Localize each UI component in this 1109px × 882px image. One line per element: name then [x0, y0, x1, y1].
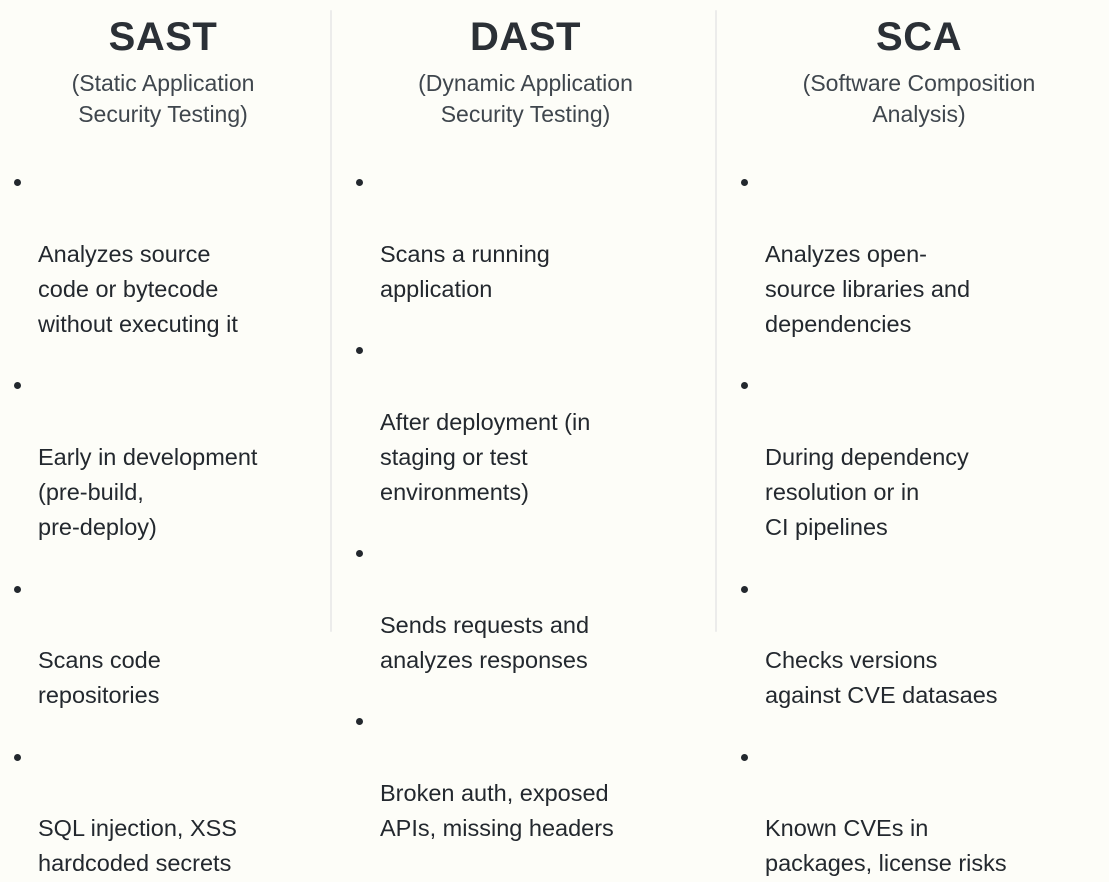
bullet-dot-icon	[741, 753, 748, 761]
bullet-dot-icon	[14, 179, 21, 187]
bullet-dot-icon	[741, 382, 748, 390]
list-item-text: During dependency resolution or in CI pi…	[765, 443, 969, 541]
bullet-dot-icon	[356, 179, 363, 187]
column-sca: SCA (Software Composition Analysis) Anal…	[715, 0, 1109, 876]
column-divider-1	[330, 10, 332, 632]
list-item: Scans a running application	[352, 166, 699, 307]
list-item-text: Checks versions against CVE datasaes	[765, 647, 998, 709]
column-sast-title: SAST	[108, 15, 218, 59]
column-dast: DAST (Dynamic Application Security Testi…	[330, 0, 715, 841]
list-item-text: Known CVEs in packages, license risks	[765, 815, 1007, 877]
list-item: Known CVEs in packages, license risks	[737, 741, 1101, 882]
list-item-text: Broken auth, exposed APIs, missing heade…	[380, 779, 614, 842]
bullet-dot-icon	[741, 179, 748, 187]
list-item-text: After deployment (in staging or test env…	[380, 408, 591, 506]
bullet-dot-icon	[14, 753, 21, 761]
column-sast-subtitle: (Static Application Security Testing)	[71, 70, 255, 128]
column-sca-header: SCA (Software Composition Analysis)	[737, 16, 1101, 130]
list-item: Broken auth, exposed APIs, missing heade…	[352, 705, 699, 846]
bullet-dot-icon	[356, 347, 363, 355]
column-sca-bullet-list: Analyzes open- source libraries and depe…	[737, 166, 1101, 882]
list-item: After deployment (in staging or test env…	[352, 334, 699, 510]
list-item-text: Sends requests and analyzes responses	[380, 611, 590, 674]
list-item: Analyzes source code or bytecode without…	[10, 166, 316, 342]
list-item-text: Scans a running application	[380, 240, 550, 302]
column-sast-bullet-list: Analyzes source code or bytecode without…	[10, 166, 316, 882]
bullet-dot-icon	[356, 550, 363, 558]
list-item-text: Scans code repositories	[38, 647, 161, 709]
list-item-text: Analyzes source code or bytecode without…	[38, 240, 238, 338]
bullet-dot-icon	[741, 585, 748, 593]
column-sast: SAST (Static Application Security Testin…	[0, 0, 330, 876]
column-sca-subtitle: (Software Composition Analysis)	[802, 70, 1036, 128]
list-item-text: Analyzes open- source libraries and depe…	[765, 240, 971, 338]
list-item-text: SQL injection, XSS hardcoded secrets	[38, 815, 237, 877]
list-item: During dependency resolution or in CI pi…	[737, 369, 1101, 545]
column-dast-title: DAST	[470, 15, 581, 59]
column-sca-title: SCA	[876, 15, 962, 59]
column-dast-header: DAST (Dynamic Application Security Testi…	[352, 16, 699, 130]
list-item: SQL injection, XSS hardcoded secrets	[10, 741, 316, 882]
bullet-dot-icon	[14, 585, 21, 593]
column-dast-bullet-list: Scans a running application After deploy…	[352, 166, 699, 846]
list-item: Sends requests and analyzes responses	[352, 537, 699, 678]
bullet-dot-icon	[356, 718, 363, 726]
column-divider-2	[715, 10, 717, 632]
list-item: Early in development (pre-build, pre-dep…	[10, 369, 316, 545]
column-sast-header: SAST (Static Application Security Testin…	[10, 16, 316, 130]
column-dast-subtitle: (Dynamic Application Security Testing)	[418, 70, 633, 128]
bullet-dot-icon	[14, 382, 21, 390]
list-item: Analyzes open- source libraries and depe…	[737, 166, 1101, 342]
list-item: Checks versions against CVE datasaes	[737, 573, 1101, 714]
list-item-text: Early in development (pre-build, pre-dep…	[38, 443, 258, 541]
list-item: Scans code repositories	[10, 573, 316, 714]
